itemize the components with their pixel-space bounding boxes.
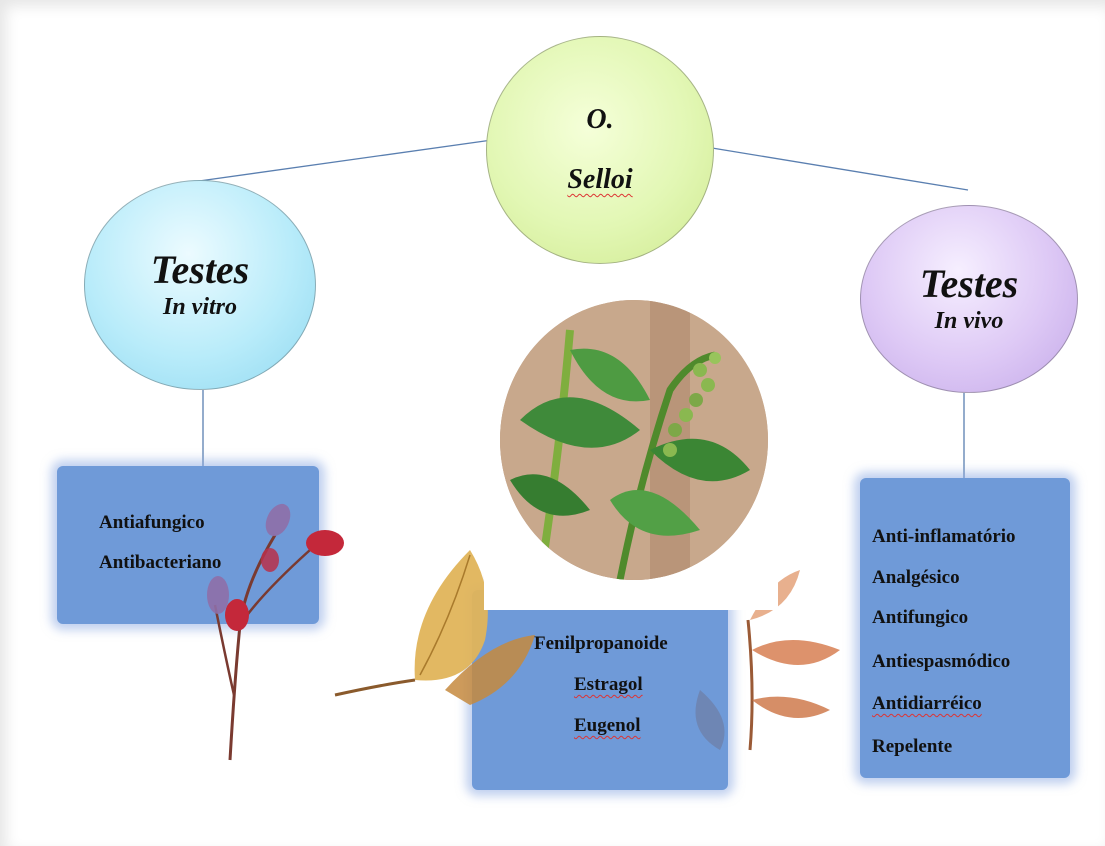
in-vivo-node: Testes In vivo [860, 205, 1078, 393]
species-name-label: Selloi [567, 164, 632, 196]
connector-center-left [192, 140, 492, 182]
in-vivo-item: Repelente [872, 736, 952, 758]
in-vivo-item: Antidiarréico [872, 693, 982, 715]
in-vivo-item: Antiespasmódico [872, 651, 1010, 673]
plant-photo [500, 300, 768, 580]
species-genus-label: O. [586, 104, 613, 136]
compound-item: Fenilpropanoide [534, 633, 668, 655]
connector-center-right [712, 148, 968, 190]
in-vitro-subtitle: In vitro [163, 292, 237, 322]
rosehip-branch-decoration [200, 495, 360, 765]
in-vivo-subtitle: In vivo [935, 306, 1004, 336]
in-vitro-item: Antibacteriano [99, 552, 221, 574]
species-node: O. Selloi [486, 36, 714, 264]
in-vivo-item: Analgésico [872, 567, 960, 589]
in-vivo-item: Antifungico [872, 607, 968, 629]
in-vivo-item: Anti-inflamatório [872, 526, 1016, 548]
compound-item: Estragol [574, 674, 643, 696]
in-vitro-title: Testes [151, 248, 250, 292]
in-vitro-item: Antiafungico [99, 512, 205, 534]
compound-item: Eugenol [574, 715, 641, 737]
in-vitro-node: Testes In vitro [84, 180, 316, 390]
in-vivo-title: Testes [920, 262, 1019, 306]
